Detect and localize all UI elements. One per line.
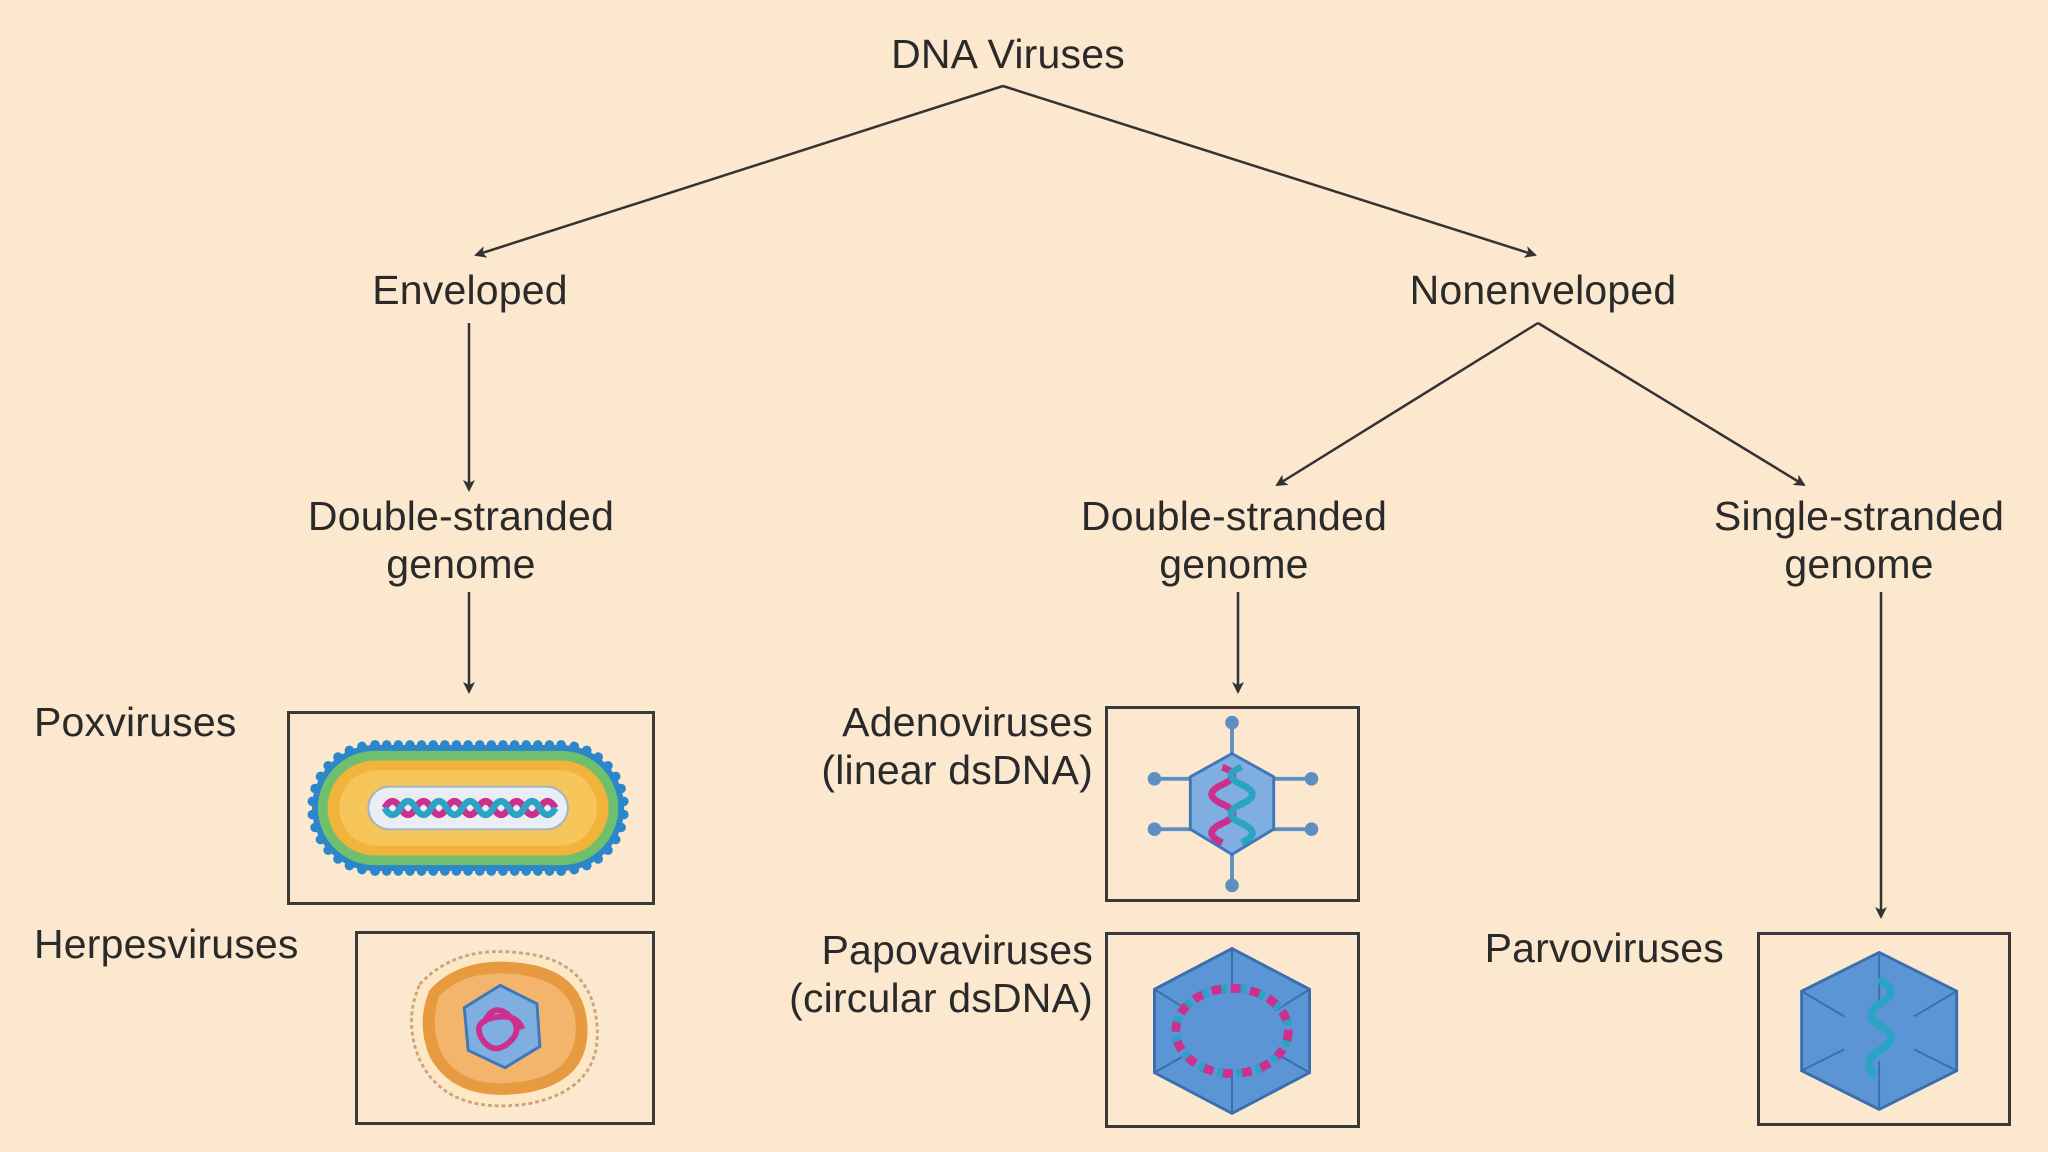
- envelope-bead: [474, 866, 485, 876]
- adenovirus-illustration: [1147, 715, 1319, 893]
- poxvirus-illustration: [307, 740, 629, 876]
- envelope-bead: [405, 740, 415, 750]
- envelope-bead: [310, 783, 321, 794]
- envelope-bead: [393, 740, 404, 750]
- envelope-bead: [474, 740, 485, 750]
- envelope-bead: [333, 854, 343, 864]
- envelope-bead: [533, 740, 543, 750]
- nonenveloped-ds-genome-label: Double-stranded genome: [1080, 493, 1388, 587]
- envelope-bead: [521, 740, 532, 750]
- envelope-bead: [370, 740, 380, 750]
- envelope-bead: [439, 866, 450, 876]
- envelope-bead: [416, 740, 427, 750]
- envelope-bead: [323, 845, 334, 855]
- envelope-bead: [498, 866, 508, 876]
- envelope-bead: [486, 740, 497, 750]
- nonenveloped-ss-genome-label: Single-stranded genome: [1713, 493, 2005, 587]
- envelope-bead: [428, 866, 439, 876]
- envelope-bead: [610, 834, 621, 845]
- envelope-bead: [315, 771, 326, 782]
- envelope-bead: [569, 864, 580, 875]
- envelope-bead: [486, 866, 497, 876]
- herpesviruses-label: Herpesviruses: [34, 921, 299, 967]
- envelope-bead: [370, 866, 380, 876]
- envelope-bead: [593, 854, 603, 864]
- envelope-bead: [405, 866, 415, 876]
- nonenveloped-label: Nonenveloped: [1409, 267, 1677, 313]
- envelope-bead: [451, 740, 462, 750]
- herpesvirus-illustration-box: [355, 931, 655, 1125]
- envelope-bead: [307, 809, 318, 820]
- envelope-bead: [416, 866, 427, 876]
- envelope-bead: [556, 866, 566, 876]
- arrow-nonenveloped-to-ss: [1537, 321, 1806, 487]
- papovavirus-illustration: [1153, 946, 1312, 1116]
- envelope-bead: [509, 740, 520, 750]
- envelope-bead: [381, 866, 392, 876]
- adenovirus-illustration-box: [1105, 706, 1360, 902]
- envelope-bead: [521, 866, 532, 876]
- envelope-bead: [323, 761, 334, 771]
- envelope-bead: [618, 796, 629, 807]
- envelope-bead: [381, 740, 392, 750]
- herpesvirus-illustration: [410, 950, 599, 1108]
- envelope-bead: [344, 860, 355, 871]
- envelope-bead: [357, 864, 367, 875]
- envelope-bead: [533, 866, 543, 876]
- envelope-bead: [357, 741, 367, 752]
- envelope-bead: [603, 761, 613, 771]
- adenoviruses-label: Adenoviruses (linear dsDNA): [821, 699, 1093, 793]
- envelope-bead: [616, 822, 626, 833]
- arrow-root-to-enveloped: [474, 84, 1004, 258]
- poxvirus-illustration-box: [287, 711, 655, 905]
- envelope-bead: [498, 740, 508, 750]
- envelope-bead: [616, 783, 626, 794]
- envelope-bead: [610, 771, 621, 782]
- envelope-bead: [544, 740, 555, 750]
- poxviruses-label: Poxviruses: [34, 699, 237, 745]
- envelope-bead: [428, 740, 439, 750]
- envelope-bead: [509, 866, 520, 876]
- parvovirus-illustration: [1800, 950, 1959, 1112]
- envelope-bead: [463, 866, 473, 876]
- envelope-bead: [544, 866, 555, 876]
- envelope-bead: [451, 866, 462, 876]
- envelope-bead: [581, 745, 592, 756]
- envelope-bead: [333, 752, 343, 762]
- enveloped-label: Enveloped: [372, 267, 568, 313]
- envelope-bead: [593, 752, 603, 762]
- envelope-bead: [463, 740, 473, 750]
- envelope-bead: [556, 740, 566, 750]
- envelope-bead: [307, 796, 318, 807]
- papovavirus-illustration-box: [1105, 932, 1360, 1128]
- papovaviruses-label: Papovaviruses (circular dsDNA): [789, 927, 1093, 1021]
- envelope-bead: [569, 741, 580, 752]
- enveloped-ds-genome-label: Double-stranded genome: [307, 493, 615, 587]
- arrow-root-to-nonenveloped: [1002, 84, 1537, 258]
- envelope-bead: [603, 845, 613, 855]
- parvoviruses-label: Parvoviruses: [1484, 925, 1724, 971]
- envelope-bead: [310, 822, 321, 833]
- parvovirus-illustration-box: [1757, 932, 2011, 1126]
- root-label: DNA Viruses: [891, 31, 1125, 77]
- envelope-bead: [315, 834, 326, 845]
- envelope-bead: [581, 860, 592, 871]
- envelope-bead: [439, 740, 450, 750]
- arrow-nonenveloped-to-ds: [1275, 321, 1539, 487]
- envelope-bead: [393, 866, 404, 876]
- envelope-bead: [618, 809, 629, 820]
- envelope-bead: [344, 745, 355, 756]
